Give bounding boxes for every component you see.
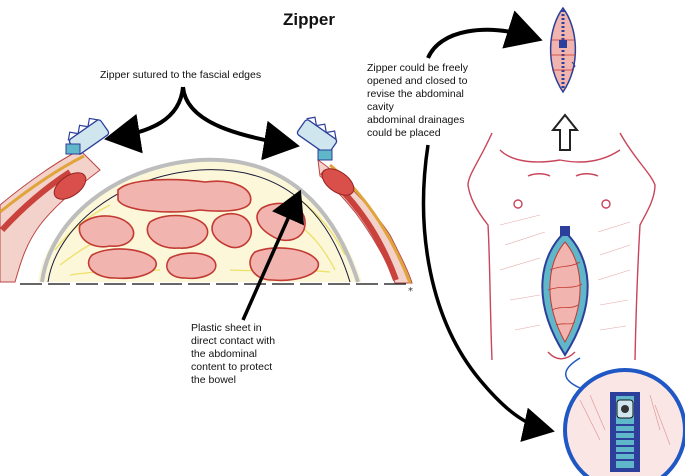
bowel-loop bbox=[78, 215, 135, 248]
bowel-loop bbox=[117, 178, 252, 213]
magnified-zipper-view bbox=[563, 368, 685, 476]
torso-outline-right bbox=[619, 132, 656, 361]
zipper-sutured-label: Zipper sutured to the fascial edges bbox=[100, 69, 262, 81]
up-arrow bbox=[550, 113, 580, 151]
left-zipper-device bbox=[65, 117, 110, 155]
torso-outline-left bbox=[467, 132, 493, 361]
arrow-to-plastic-sheet bbox=[241, 189, 305, 321]
plastic-sheet-line: Plastic sheet in bbox=[191, 322, 262, 334]
bowel-loop bbox=[211, 212, 253, 249]
arrow-to-magnified-view bbox=[421, 144, 555, 442]
bowel-loop bbox=[146, 214, 209, 249]
zipper-function-line: cavity bbox=[367, 101, 394, 113]
svg-text:*: * bbox=[408, 286, 413, 297]
right-nipple bbox=[601, 199, 611, 209]
plastic-sheet-line: the bowel bbox=[191, 374, 236, 386]
abdominal-zipper-opening bbox=[541, 226, 589, 357]
zipper-function-line: could be placed bbox=[367, 127, 441, 139]
closed-zipper bbox=[549, 6, 577, 94]
left-muscle bbox=[53, 172, 87, 200]
bowel-loop bbox=[249, 247, 320, 282]
zipper-function-line: abdominal drainages bbox=[367, 114, 465, 126]
connector-line bbox=[565, 357, 581, 389]
zipper-function-line: opened and closed to bbox=[367, 75, 468, 87]
arrow-to-right-zipper bbox=[181, 86, 300, 161]
right-zipper-device bbox=[296, 116, 338, 161]
plastic-sheet-line: content to protect bbox=[191, 361, 273, 373]
plastic-sheet-line: direct contact with bbox=[191, 335, 276, 347]
left-nipple bbox=[513, 199, 523, 209]
diagram-title: Zipper bbox=[283, 10, 335, 29]
abdominal-cross-section: * bbox=[0, 116, 413, 297]
zipper-function-line: revise the abdominal bbox=[367, 88, 464, 100]
plastic-sheet bbox=[40, 157, 360, 283]
arrow-to-left-zipper bbox=[104, 86, 185, 154]
bowel-loop bbox=[87, 248, 158, 280]
zipper-function-line: Zipper could be freely bbox=[367, 62, 468, 74]
torso-illustration bbox=[467, 132, 656, 361]
plastic-sheet-line: the abdominal bbox=[191, 348, 257, 360]
right-muscle bbox=[321, 168, 355, 196]
bowel-loop bbox=[166, 252, 217, 280]
sutured-arrows bbox=[104, 86, 300, 161]
arrow-to-closed-zipper bbox=[426, 10, 543, 59]
